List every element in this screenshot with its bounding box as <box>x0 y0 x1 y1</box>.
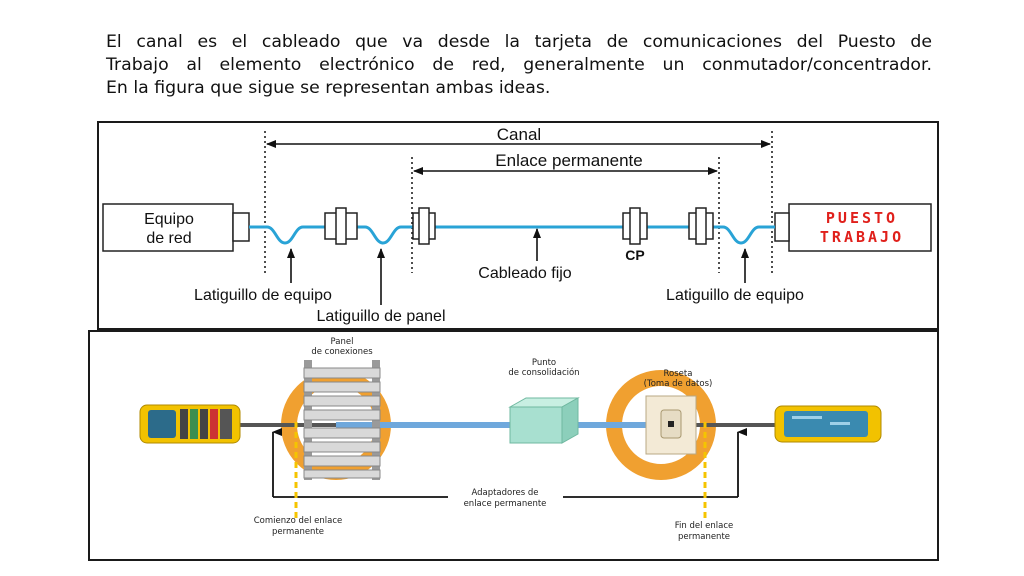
puesto-line1: PUESTO <box>826 209 898 227</box>
boundary-lines <box>264 131 773 273</box>
equipo-port <box>232 212 250 242</box>
cableado-fijo-label: Cableado fijo <box>478 265 572 282</box>
equipo-de-red-line2: de red <box>146 230 191 247</box>
comienzo-label-2: permanente <box>272 527 324 537</box>
latiguillo-equipo-cable-left <box>249 225 325 245</box>
pointer-arrows <box>287 228 749 305</box>
latiguillo-panel-cable <box>357 225 413 245</box>
punto-label-2: de consolidación <box>508 367 579 378</box>
canal-label: Canal <box>497 125 541 144</box>
puesto-port <box>774 212 790 242</box>
adaptadores-label-1: Adaptadores de <box>471 488 538 498</box>
permanent-link-diagram-svg: Panel de conexiones Punto de consolidaci… <box>139 337 882 542</box>
intro-line-1: El canal es el cableado que va desde la … <box>106 32 932 52</box>
cp-label: CP <box>625 247 644 263</box>
intro-paragraph: El canal es el cableado que va desde la … <box>106 31 932 100</box>
comienzo-label-1: Comienzo del enlace <box>254 516 343 526</box>
intro-line-3: En la figura que sigue se representan am… <box>106 78 551 98</box>
intro-line-2: Trabajo al elemento electrónico de red, … <box>106 55 932 75</box>
panel-label-2: de conexiones <box>311 347 373 357</box>
fin-label-2: permanente <box>678 532 730 542</box>
enlace-permanente-label: Enlace permanente <box>495 151 642 170</box>
adapter-bracket <box>272 428 747 498</box>
patch-panel-icon <box>303 360 381 480</box>
wall-outlet-icon <box>645 395 697 455</box>
puesto-line2: TRABAJO <box>820 228 904 246</box>
equipo-de-red-box <box>102 203 234 252</box>
puesto-trabajo-box <box>788 203 932 252</box>
latiguillo-panel-label: Latiguillo de panel <box>317 308 446 325</box>
panel-label-1: Panel <box>331 337 354 347</box>
channel-diagram-svg: Canal Enlace permanente Equipo de red PU… <box>102 125 932 325</box>
latiguillo-equipo-cable-right <box>713 225 775 245</box>
equipo-de-red-line1: Equipo <box>144 211 194 228</box>
roseta-label-2: (Toma de datos) <box>644 379 713 389</box>
adaptadores-label-2: enlace permanente <box>464 499 547 509</box>
channel-diagram: Canal Enlace permanente Equipo de red PU… <box>97 121 939 330</box>
right-tester-icon <box>774 405 882 443</box>
consolidation-point-icon <box>508 397 580 444</box>
fin-label-1: Fin del enlace <box>675 521 734 531</box>
latiguillo-equipo-left-label: Latiguillo de equipo <box>194 287 332 304</box>
left-tester-icon <box>139 404 241 444</box>
roseta-label-1: Roseta <box>664 369 693 379</box>
permanent-link-diagram: Panel de conexiones Punto de consolidaci… <box>88 330 939 561</box>
punto-label-1: Punto <box>532 358 556 368</box>
latiguillo-equipo-right-label: Latiguillo de equipo <box>666 287 804 304</box>
connectors <box>324 207 714 245</box>
